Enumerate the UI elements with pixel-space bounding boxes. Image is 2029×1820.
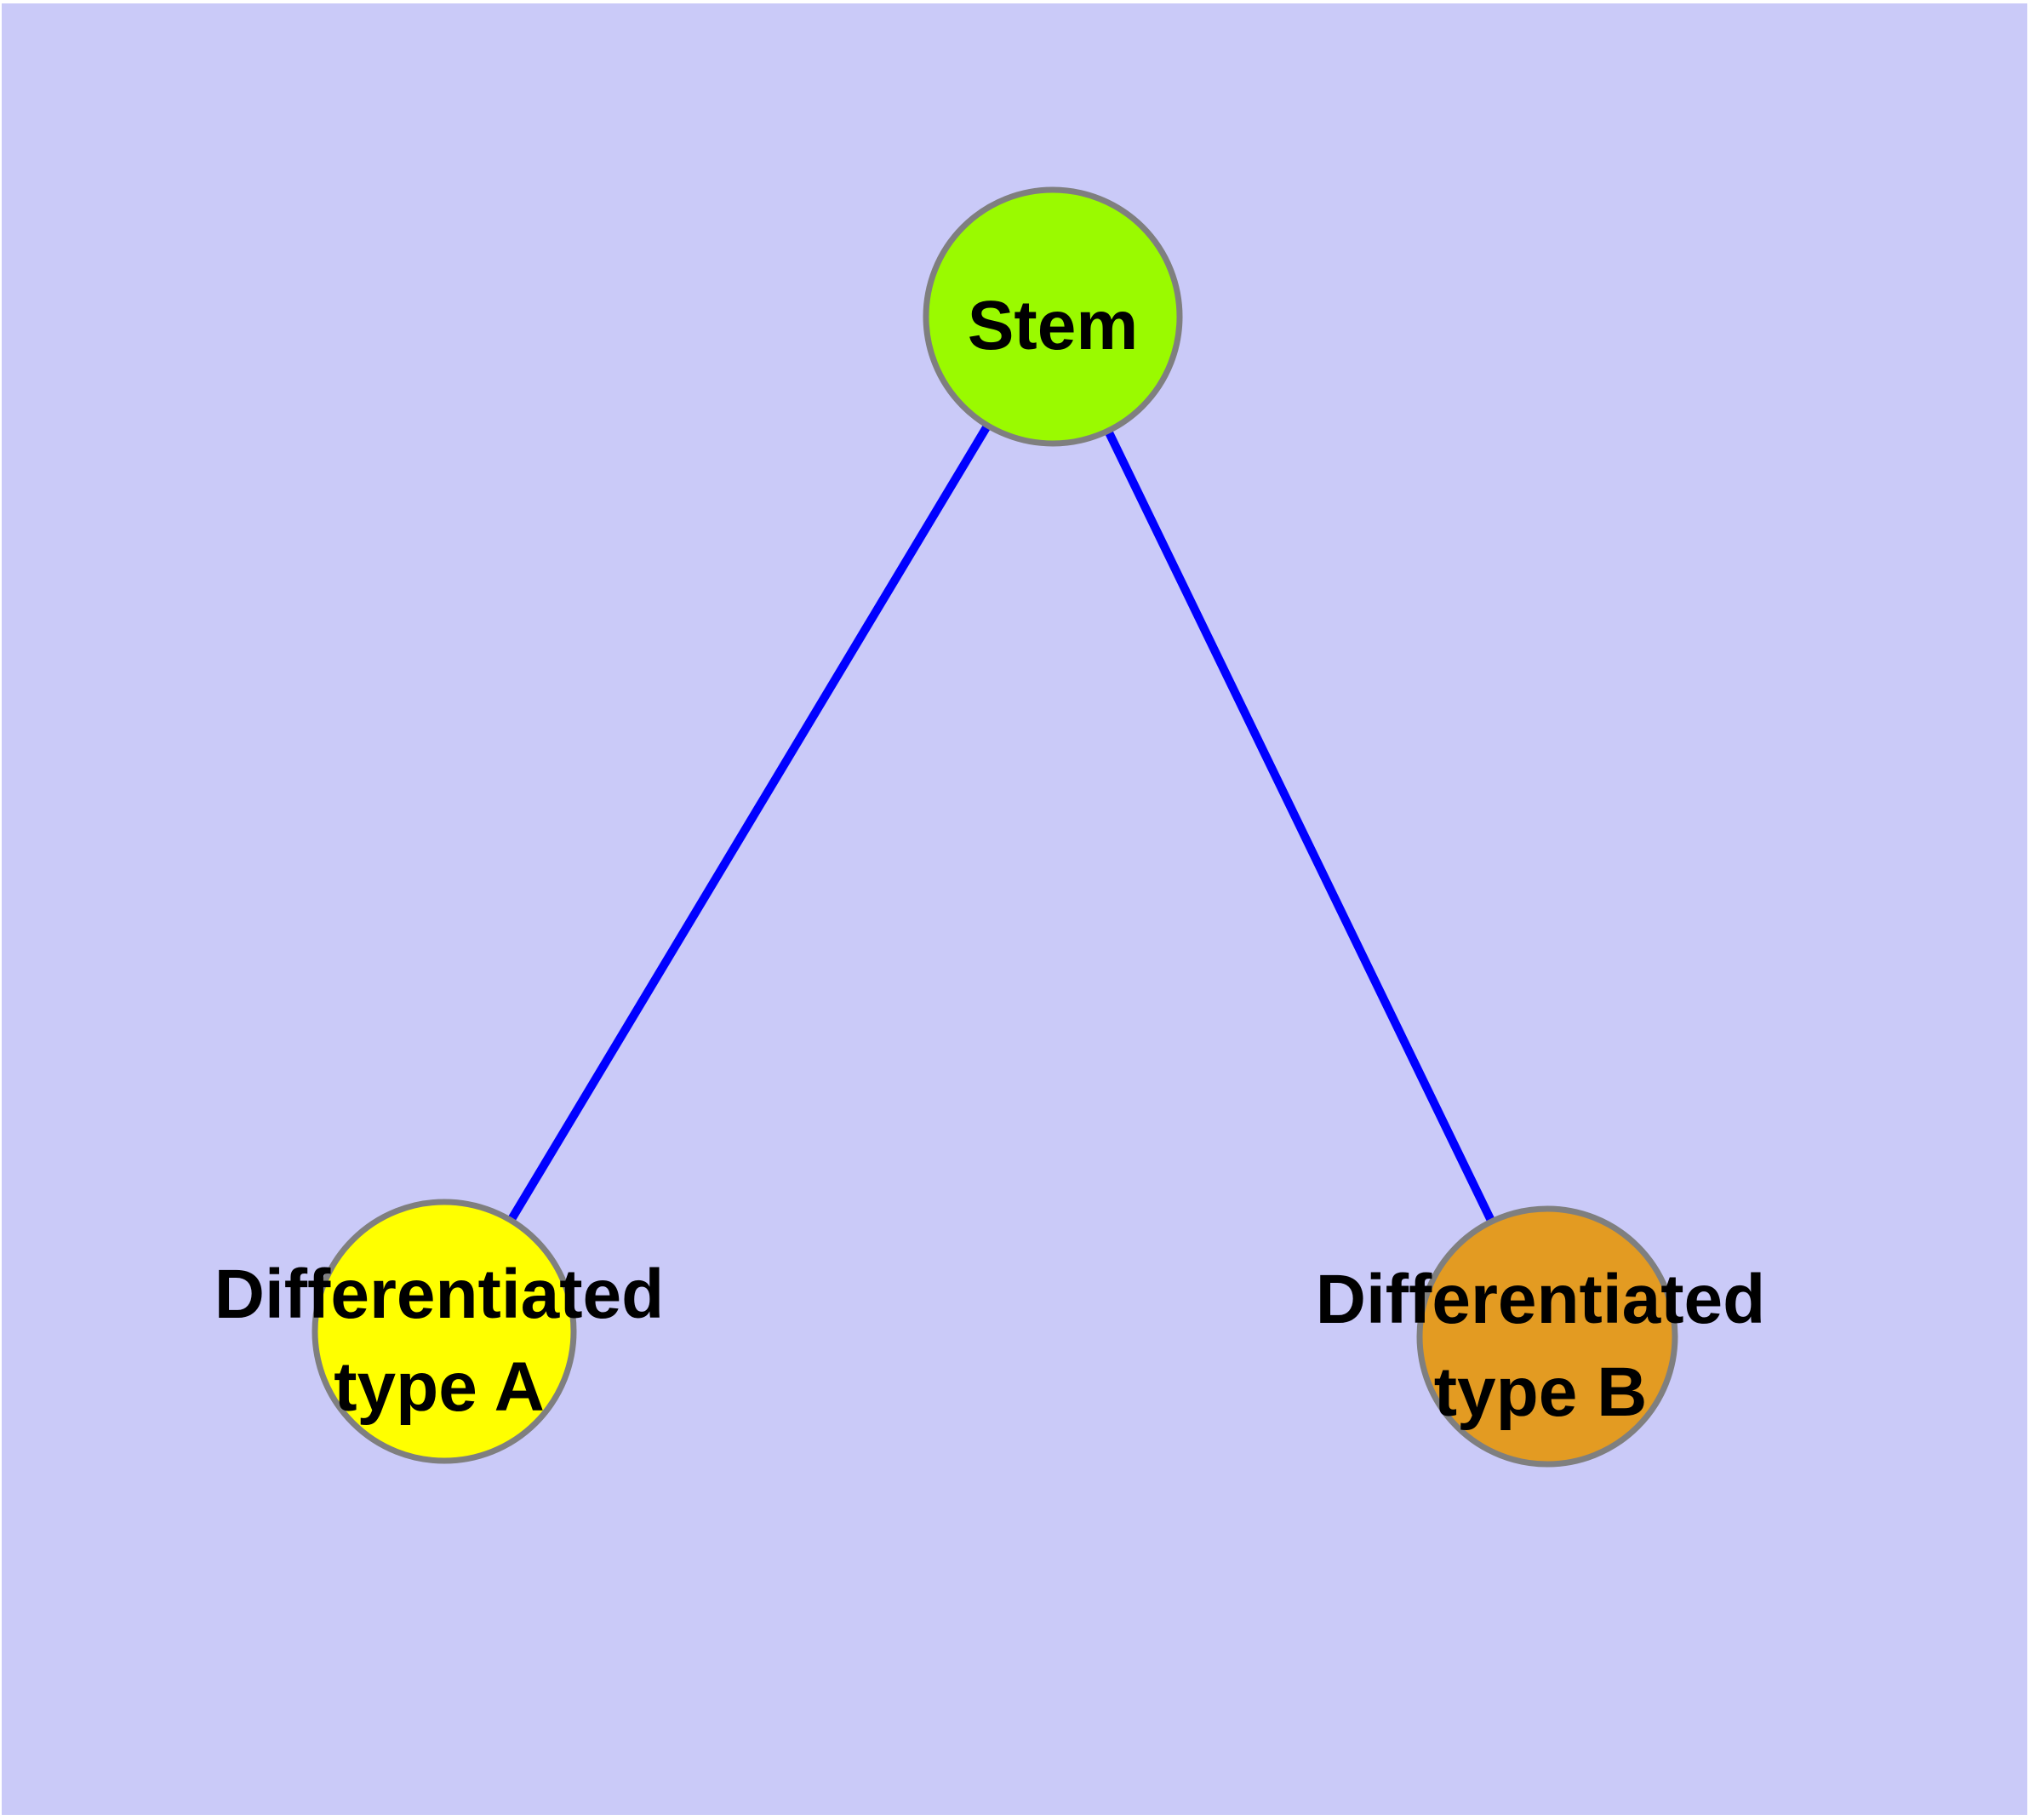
nodes: Stem Differentiated type A Differentiate… <box>214 186 1766 1468</box>
node-type-b-circle <box>1416 1205 1678 1468</box>
edge-stem-to-type-b <box>1049 314 1552 1339</box>
node-stem: Stem <box>923 186 1183 447</box>
node-type-b-label-line1: Differentiated <box>1316 1261 1766 1338</box>
node-type-b-label-line2: type B <box>1434 1354 1648 1431</box>
edge-stem-to-type-a <box>440 314 1057 1334</box>
node-stem-label: Stem <box>968 287 1139 364</box>
node-stem-circle <box>923 186 1183 447</box>
node-differentiated-type-a: Differentiated type A <box>214 1199 665 1464</box>
node-type-a-label-line1: Differentiated <box>214 1256 665 1333</box>
node-type-a-circle <box>311 1199 577 1464</box>
node-type-a-label-line2: type A <box>334 1348 545 1426</box>
node-differentiated-type-b: Differentiated type B <box>1316 1205 1766 1468</box>
edges <box>440 314 1552 1339</box>
